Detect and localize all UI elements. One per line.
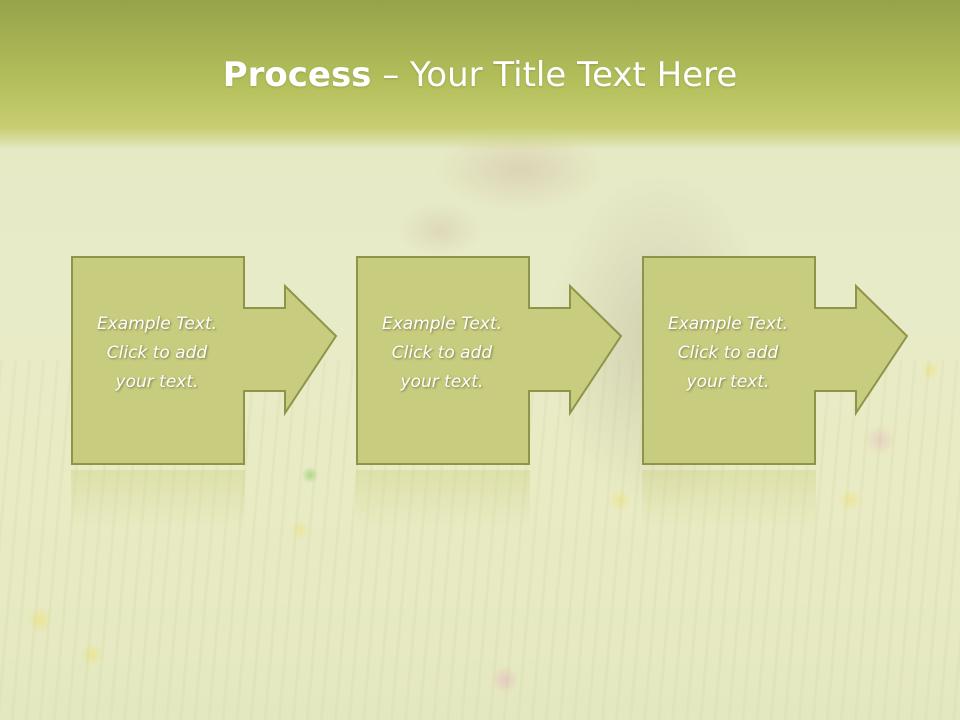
step-3-shape [642, 256, 909, 465]
step-3-line-2: Click to add [677, 343, 779, 363]
step-3-line-3: your text. [686, 372, 770, 392]
step-2-text[interactable]: Example Text. Click to add your text. [356, 310, 528, 397]
process-step-3[interactable]: Example Text. Click to add your text. [642, 256, 916, 468]
title-bar [0, 0, 960, 150]
step-3-line-1: Example Text. [667, 314, 789, 334]
process-step-1[interactable]: Example Text. Click to add your text. [71, 256, 345, 468]
step-1-line-2: Click to add [106, 343, 208, 363]
step-1-reflection [71, 470, 245, 530]
step-2-shape [356, 256, 623, 465]
step-2-line-1: Example Text. [381, 314, 503, 334]
step-2-line-2: Click to add [391, 343, 493, 363]
process-step-2[interactable]: Example Text. Click to add your text. [356, 256, 630, 468]
step-1-line-3: your text. [115, 372, 199, 392]
step-1-text[interactable]: Example Text. Click to add your text. [71, 310, 243, 397]
step-1-shape [71, 256, 338, 465]
title-bold: Process [222, 55, 372, 95]
step-1-line-1: Example Text. [96, 314, 218, 334]
step-2-reflection [356, 470, 530, 530]
step-2-line-3: your text. [400, 372, 484, 392]
step-3-reflection [642, 470, 816, 530]
title-rest: – Your Title Text Here [371, 55, 738, 95]
slide-title[interactable]: Process – Your Title Text Here [0, 52, 960, 98]
step-3-text[interactable]: Example Text. Click to add your text. [642, 310, 814, 397]
